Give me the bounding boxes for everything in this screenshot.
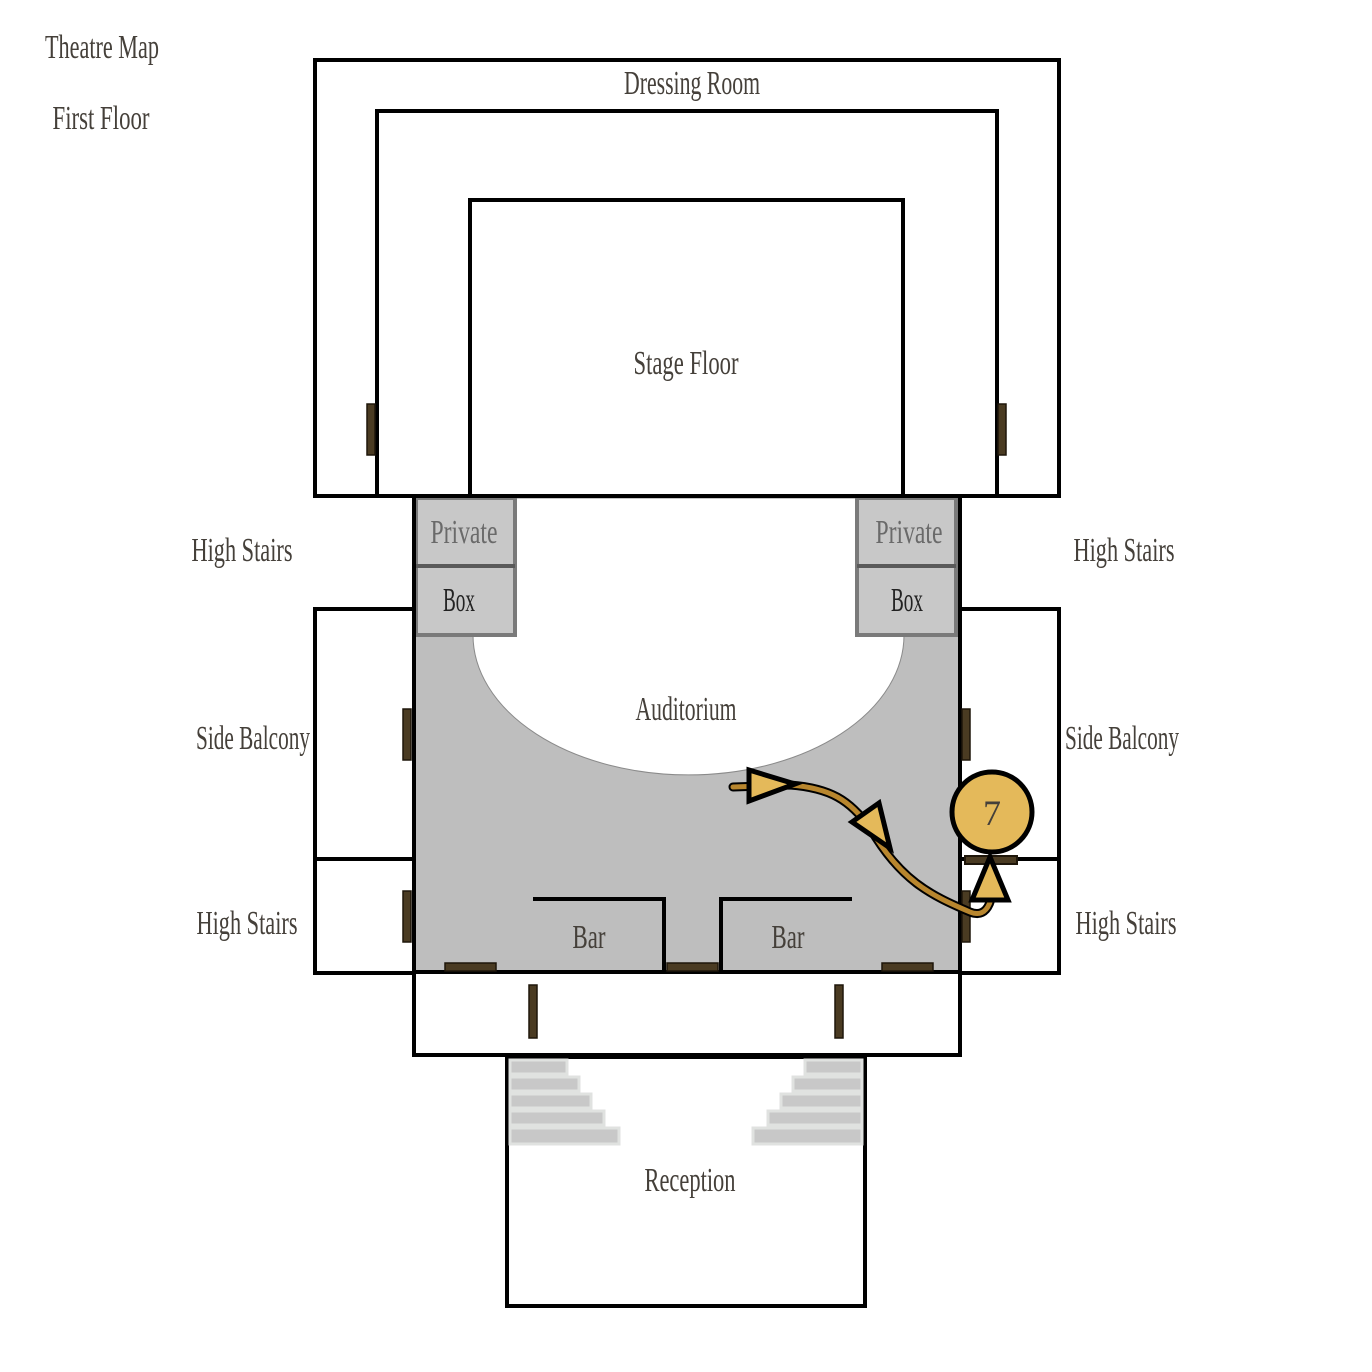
- label-private: Private: [876, 514, 943, 551]
- label-box: Box: [891, 582, 923, 619]
- backstage-wall: [375, 109, 999, 496]
- auditorium-floor: [472, 497, 905, 776]
- label-side-balcony: Side Balcony: [196, 720, 310, 757]
- door[interactable]: [997, 403, 1007, 456]
- label-side-balcony: Side Balcony: [1065, 720, 1179, 757]
- door[interactable]: [444, 962, 497, 972]
- door[interactable]: [402, 708, 412, 761]
- high-stairs-bottom-left[interactable]: [313, 857, 416, 975]
- label-reception: Reception: [645, 1162, 736, 1199]
- route-arrow-icon: [847, 798, 894, 854]
- dressing-room[interactable]: [313, 58, 1061, 498]
- floor-label: First Floor: [53, 100, 150, 137]
- door[interactable]: [402, 890, 412, 943]
- label-stage-floor: Stage Floor: [634, 345, 739, 382]
- label-high-stairs: High Stairs: [1074, 532, 1175, 569]
- label-bar: Bar: [573, 919, 606, 956]
- door[interactable]: [961, 890, 971, 943]
- door[interactable]: [366, 403, 376, 456]
- route-arrow-icon: [746, 766, 803, 805]
- private-box-right[interactable]: [855, 496, 958, 637]
- label-bar: Bar: [772, 919, 805, 956]
- route-path: [728, 766, 997, 918]
- label-private: Private: [431, 514, 498, 551]
- label-dressing-room: Dressing Room: [624, 65, 760, 102]
- door[interactable]: [666, 962, 719, 972]
- label-auditorium: Auditorium: [636, 691, 737, 728]
- stairs-right: [751, 1058, 864, 1146]
- marker-number: 7: [983, 793, 1001, 833]
- person-marker[interactable]: 7: [949, 769, 1035, 903]
- map-title: Theatre Map: [45, 29, 159, 66]
- label-box: Box: [443, 582, 475, 619]
- bar-right-counter: [719, 897, 852, 972]
- door[interactable]: [834, 984, 844, 1039]
- reception[interactable]: [505, 1055, 867, 1308]
- stairs-left: [508, 1058, 621, 1146]
- door[interactable]: [528, 984, 538, 1039]
- door[interactable]: [961, 708, 971, 761]
- side-balcony-left[interactable]: [313, 607, 416, 861]
- label-high-stairs: High Stairs: [1076, 905, 1177, 942]
- label-high-stairs: High Stairs: [197, 905, 298, 942]
- door[interactable]: [881, 962, 934, 972]
- label-high-stairs: High Stairs: [192, 532, 293, 569]
- lobby[interactable]: [412, 970, 962, 1057]
- bar-left-counter: [533, 897, 666, 972]
